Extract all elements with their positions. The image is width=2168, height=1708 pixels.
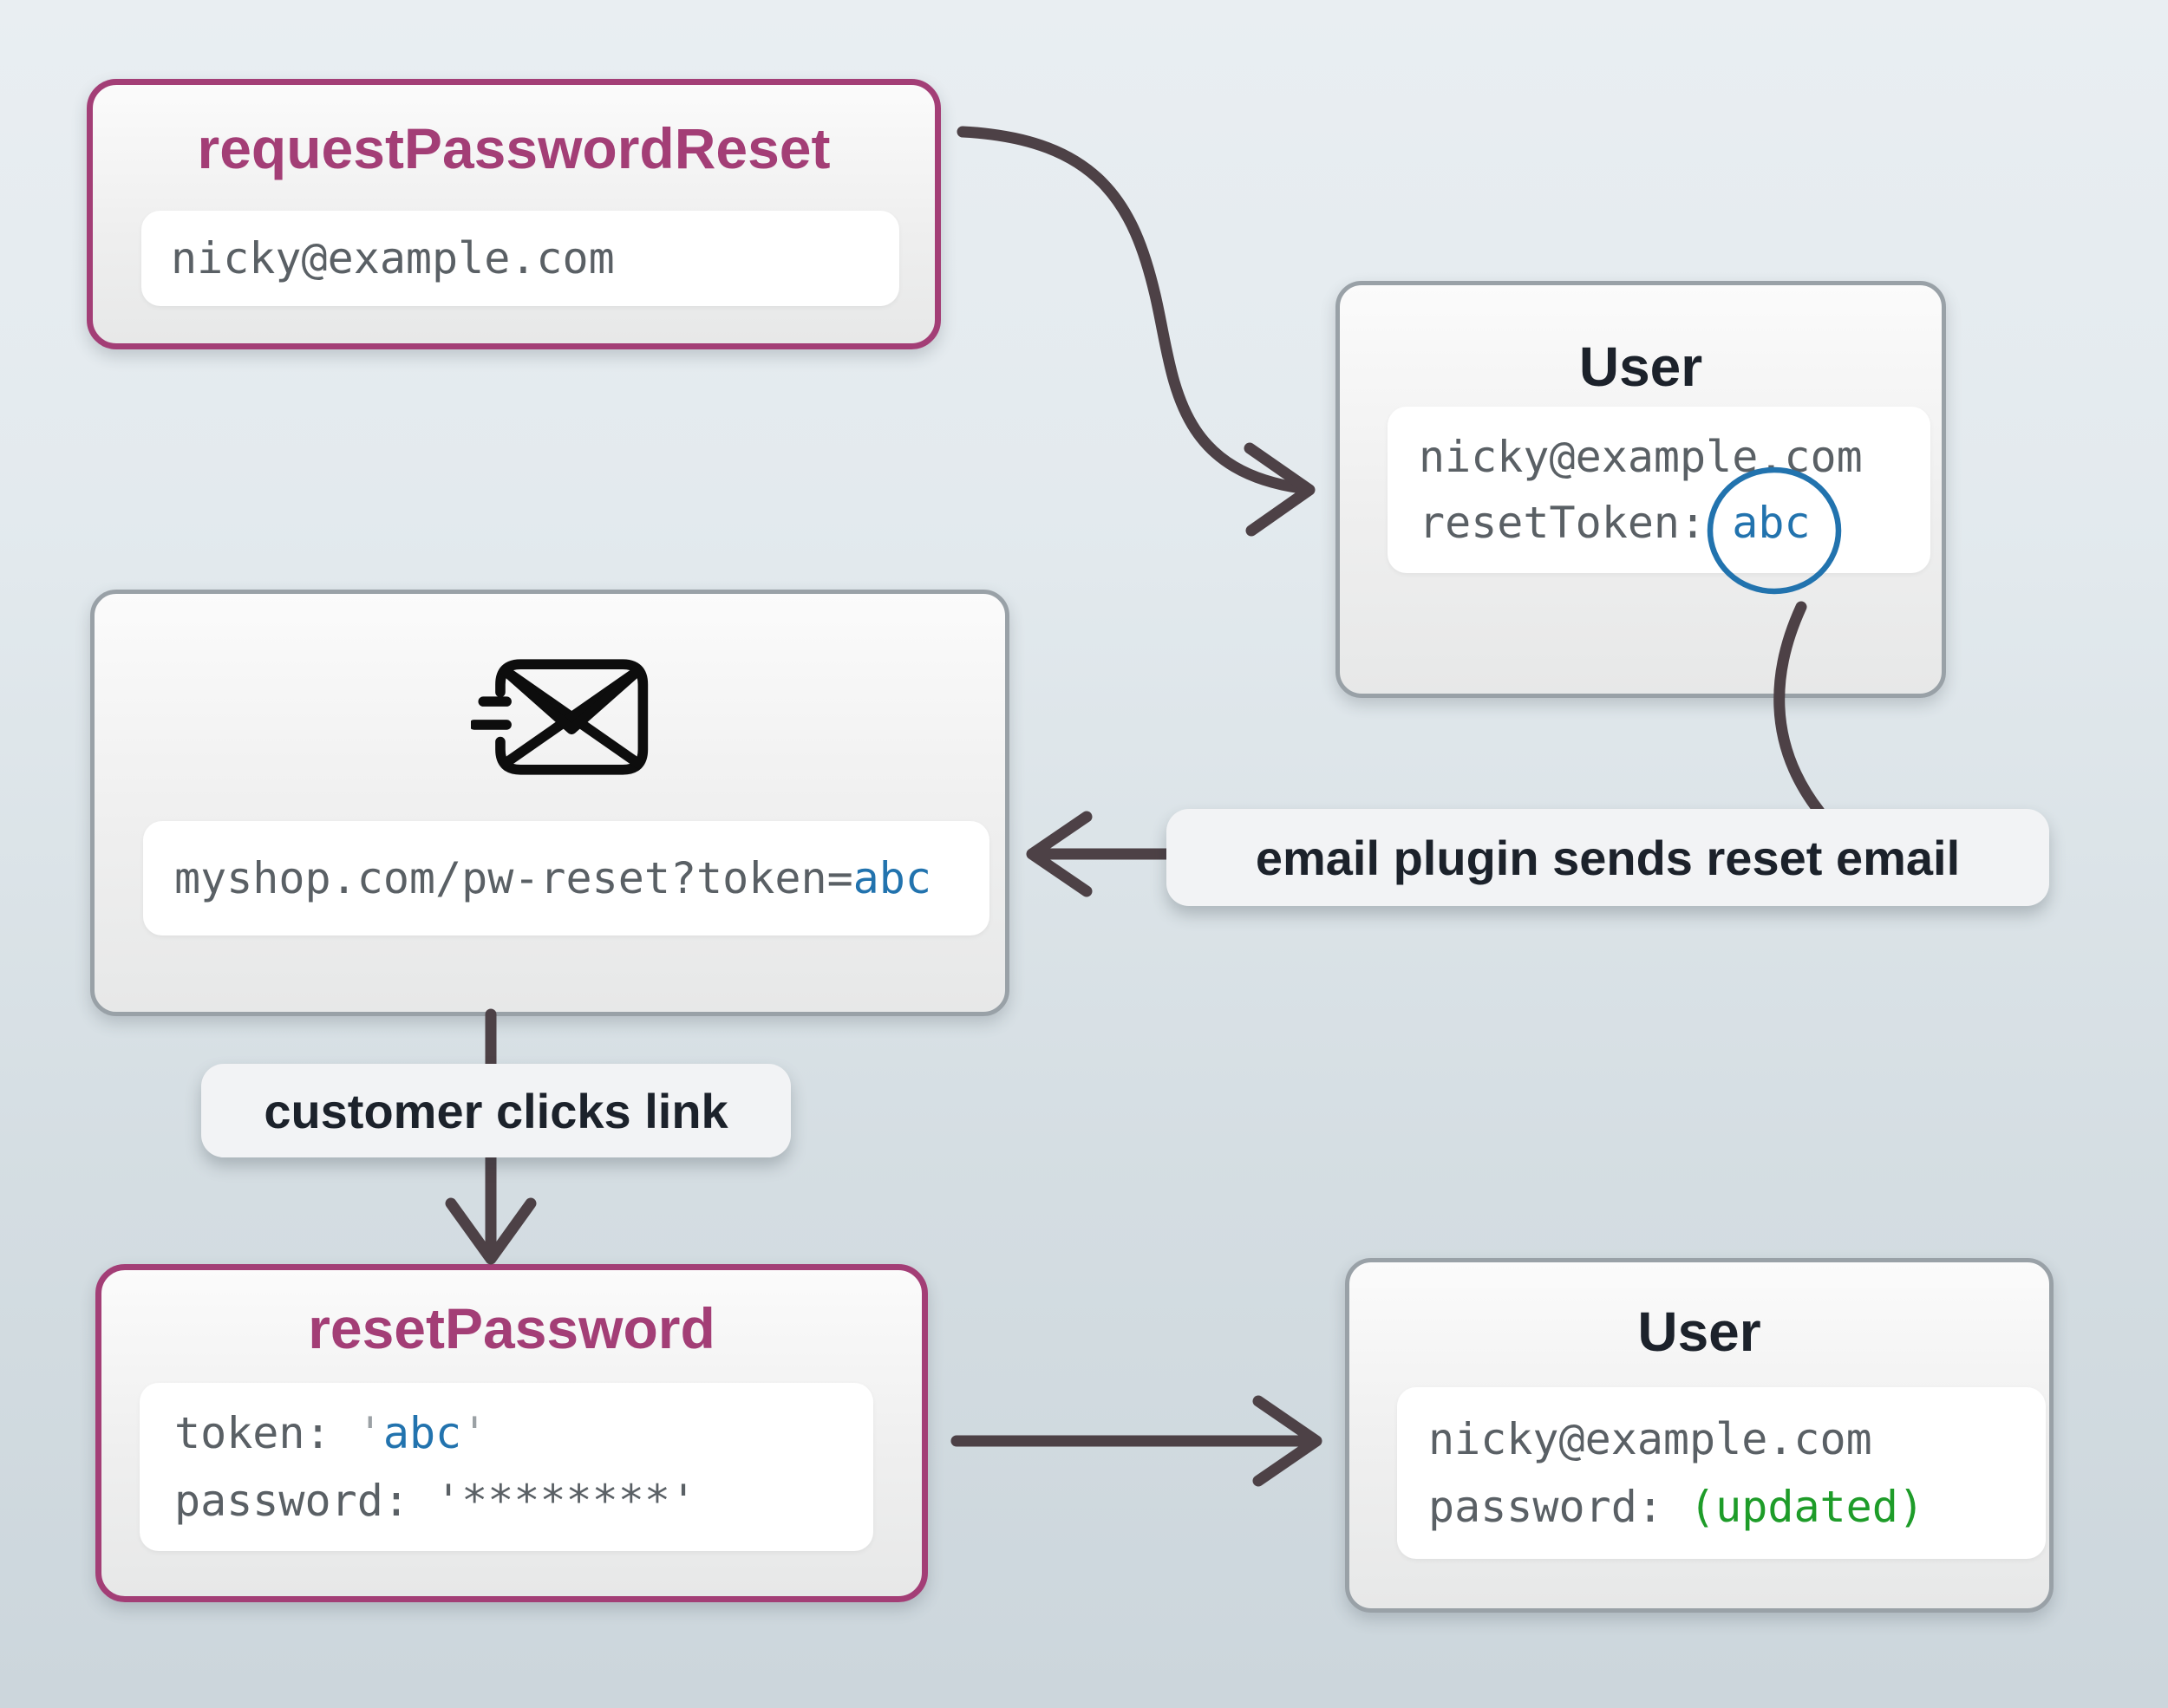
reset-password-args: token: 'abc' password: '********' (140, 1383, 873, 1551)
user-top-title: User (1578, 336, 1703, 398)
node-reset-password: resetPassword token: 'abc' password: '**… (95, 1264, 928, 1602)
token-label: token: (174, 1408, 331, 1458)
reset-url-token: abc (852, 853, 931, 903)
email-value: nicky@example.com (171, 233, 615, 284)
password-masked-value: '********' (435, 1476, 697, 1526)
reset-url-field: myshop.com/pw-reset?token=abc (143, 821, 989, 935)
node-user-top: User nicky@example.com resetToken: abc (1335, 281, 1946, 698)
node-reset-email: myshop.com/pw-reset?token=abc (90, 590, 1009, 1016)
password-label: password: (174, 1476, 409, 1526)
node-request-password-reset: requestPasswordReset nicky@example.com (87, 79, 941, 349)
user-bottom-record: nicky@example.com password: (updated) (1397, 1387, 2046, 1559)
reset-password-title: resetPassword (308, 1296, 715, 1360)
node-user-bottom: User nicky@example.com password: (update… (1345, 1258, 2054, 1613)
arrow-request-to-user-head (1244, 442, 1316, 537)
user-top-email: nicky@example.com (1419, 432, 1863, 482)
user-top-record: nicky@example.com resetToken: abc (1388, 407, 1930, 573)
token-line: token: 'abc' (174, 1408, 488, 1458)
label-email-plugin: email plugin sends reset email (1166, 809, 2049, 906)
arrow-request-to-user (957, 126, 1307, 494)
reset-token-value: abc (1732, 498, 1811, 548)
request-password-reset-title: requestPasswordReset (197, 116, 831, 180)
user-bottom-email: nicky@example.com (1428, 1414, 1872, 1464)
email-input-field: nicky@example.com (141, 211, 899, 306)
arrow-label-to-email (1026, 811, 1179, 897)
label-customer-clicks: customer clicks link (201, 1064, 791, 1157)
user-bottom-title: User (1637, 1301, 1761, 1363)
user-top-token-line: resetToken: abc (1419, 490, 1930, 556)
password-updated-value: (updated) (1689, 1482, 1924, 1532)
user-bottom-password-label: password: (1428, 1482, 1663, 1532)
token-value: abc (382, 1408, 462, 1458)
arrow-resetpassword-to-user (950, 1395, 1322, 1487)
mail-send-icon (468, 653, 653, 781)
reset-url-prefix: myshop.com/pw-reset?token= (174, 853, 853, 903)
user-bottom-password-line: password: (updated) (1428, 1473, 2046, 1541)
reset-token-label: resetToken: (1419, 498, 1707, 548)
password-line: password: '********' (174, 1467, 873, 1535)
